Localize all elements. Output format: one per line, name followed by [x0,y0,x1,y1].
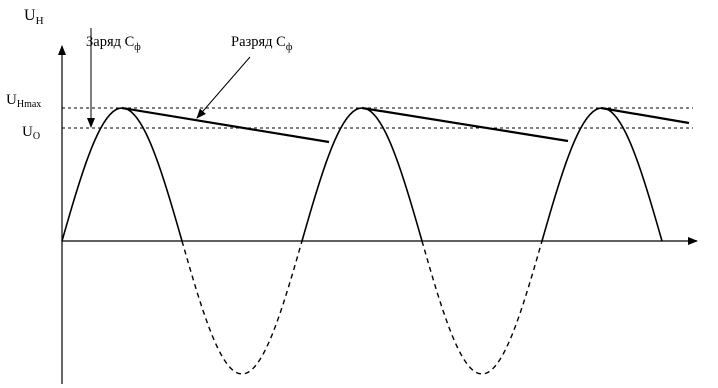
blocked-half-wave-2 [421,240,543,375]
discharge-label: Разряд Cф [231,34,293,53]
discharge-line-1 [121,106,330,144]
u-o-label: UO [22,124,40,142]
blocked-half-wave-1 [181,240,303,375]
u-max-label: UHmax [6,92,41,110]
discharge-line-3 [600,106,690,125]
y-axis-label: UН [24,7,44,27]
discharge-pointer-arrow [196,56,251,119]
charge-label: Заряд Cф [86,34,141,53]
discharge-line-2 [361,106,569,143]
